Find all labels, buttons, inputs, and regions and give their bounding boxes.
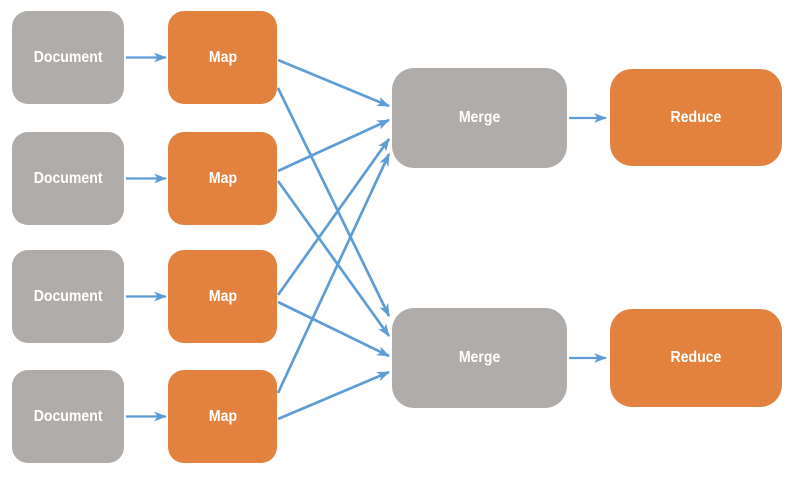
node-document-2-label: Document	[33, 169, 103, 187]
node-map-4-label: Map	[208, 407, 237, 425]
node-reduce-2: Reduce	[610, 309, 782, 407]
node-map-3: Map	[168, 250, 277, 343]
node-document-1: Document	[12, 11, 124, 104]
node-map-4: Map	[168, 370, 277, 463]
arrow-map3-merge1	[276, 138, 391, 296]
node-reduce-1: Reduce	[610, 69, 782, 166]
node-map-2-label: Map	[208, 169, 237, 187]
arrow-map3-merge2	[277, 300, 390, 358]
node-document-3: Document	[12, 250, 124, 343]
node-document-3-label: Document	[33, 287, 103, 305]
node-map-1-label: Map	[208, 48, 237, 66]
arrow-map2-merge2	[276, 180, 391, 337]
node-map-3-label: Map	[208, 287, 237, 305]
node-reduce-2-label: Reduce	[670, 349, 722, 366]
node-document-4: Document	[12, 370, 124, 463]
arrow-map4-merge2	[277, 370, 390, 421]
node-merge-2-label: Merge	[458, 349, 501, 366]
node-map-1: Map	[168, 11, 277, 104]
node-reduce-1-label: Reduce	[670, 108, 722, 126]
arrow-map1-merge1	[277, 58, 391, 108]
node-merge-1: Merge	[392, 68, 567, 168]
arrow-map1-merge2	[276, 87, 391, 317]
node-document-1-label: Document	[33, 48, 103, 66]
arrow-map4-merge1	[276, 153, 391, 394]
node-document-4-label: Document	[33, 407, 103, 425]
node-document-2: Document	[12, 132, 124, 225]
arrow-map2-merge1	[277, 118, 390, 173]
node-merge-2: Merge	[392, 308, 567, 408]
node-merge-1-label: Merge	[458, 109, 501, 126]
node-map-2: Map	[168, 132, 277, 225]
